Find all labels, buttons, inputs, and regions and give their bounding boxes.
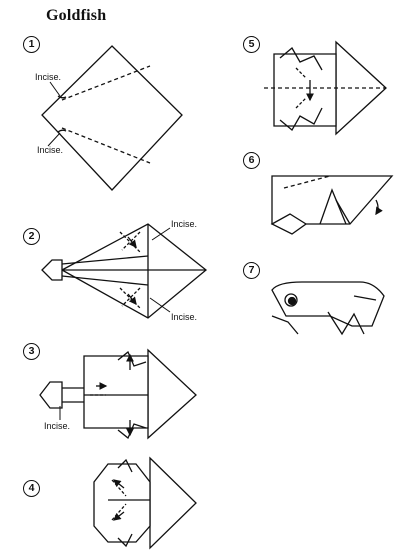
step4-diagram [94,458,196,548]
step-number-4: 4 [23,480,40,497]
page-title: Goldfish [46,7,107,24]
step6-diagram [272,176,392,234]
step5-diagram [264,42,386,134]
step2-diagram [42,224,206,318]
step-number-2: 2 [23,228,40,245]
step-number-3: 3 [23,343,40,360]
step-number-5: 5 [243,36,260,53]
step-number-7: 7 [243,262,260,279]
step-number-6: 6 [243,152,260,169]
step1-diagram [42,46,182,190]
step2-label-incise-top: Incise. [171,219,198,229]
step-number-1: 1 [23,36,40,53]
step2-label-incise-bottom: Incise. [171,312,198,322]
step3-label-incise: Incise. [44,421,71,431]
step1-label-incise-top: Incise. [35,72,62,82]
step3-diagram [40,350,196,438]
step1-label-incise-bottom: Incise. [37,145,64,155]
step7-diagram [272,282,384,334]
